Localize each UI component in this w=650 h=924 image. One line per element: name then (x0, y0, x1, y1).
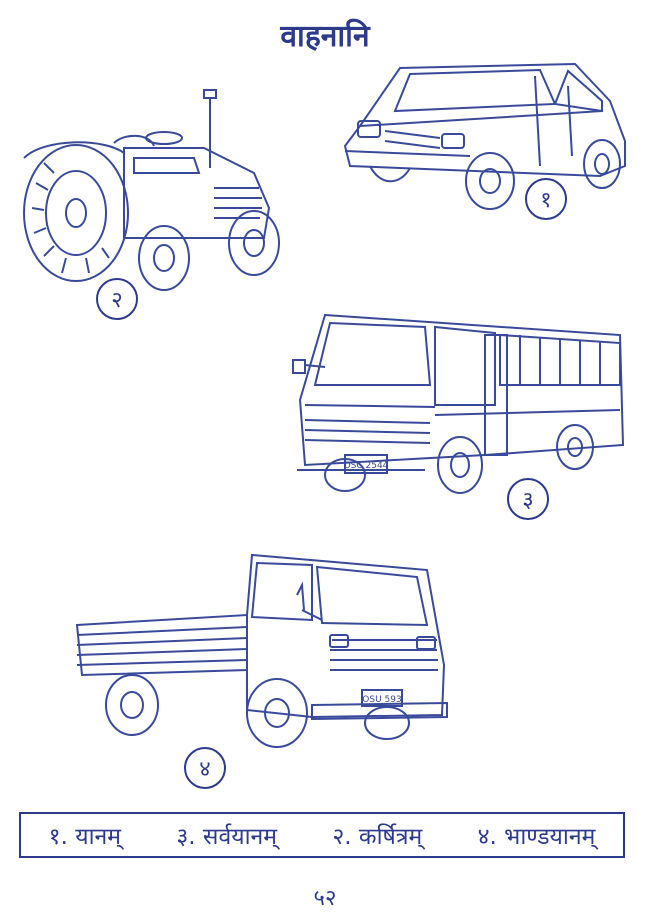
legend-item-1: १. यानम् (48, 824, 122, 850)
vehicle-number-1: १ (525, 178, 567, 220)
bus-plate: OSC 2544 (344, 461, 389, 471)
bus-icon: OSC 2544 (285, 305, 630, 495)
vehicle-number-4: ४ (184, 747, 226, 789)
page-title: वाहनानि (280, 19, 370, 54)
legend-item-4: ४. भाण्डयानम् (477, 824, 596, 850)
legend-item-3: ३. सर्वयानम् (176, 824, 278, 850)
tractor-icon (14, 78, 289, 293)
vehicle-number-2: २ (96, 278, 138, 320)
truck-icon: OSU 593 (72, 545, 450, 750)
vehicle-number-3: ३ (507, 478, 549, 520)
car-icon (340, 56, 635, 211)
truck-plate: OSU 593 (362, 695, 401, 705)
page-number: ५२ (313, 886, 337, 911)
legend-item-2: २. कर्षित्रम् (332, 824, 423, 850)
legend-box: १. यानम् ३. सर्वयानम् २. कर्षित्रम् ४. भ… (19, 812, 625, 858)
